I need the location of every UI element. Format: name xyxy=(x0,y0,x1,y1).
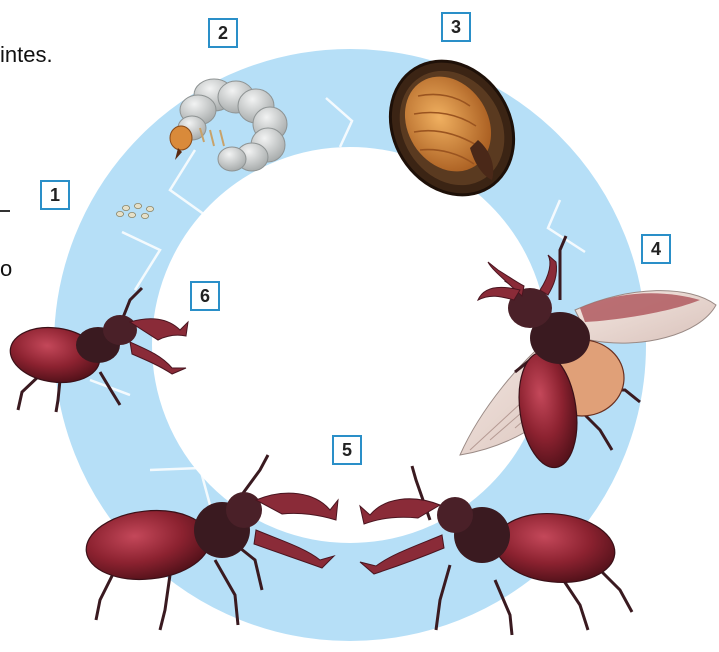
cut-off-text-top: intes. xyxy=(0,44,53,66)
stage-label-2: 2 xyxy=(208,18,238,48)
stage-label-5: 5 xyxy=(332,435,362,465)
stage-label-3: 3 xyxy=(441,12,471,42)
cut-off-dash xyxy=(0,210,10,212)
stage-label-6: 6 xyxy=(190,281,220,311)
stage-label-1: 1 xyxy=(40,180,70,210)
stage-label-4: 4 xyxy=(641,234,671,264)
cut-off-text-left: o xyxy=(0,258,12,280)
